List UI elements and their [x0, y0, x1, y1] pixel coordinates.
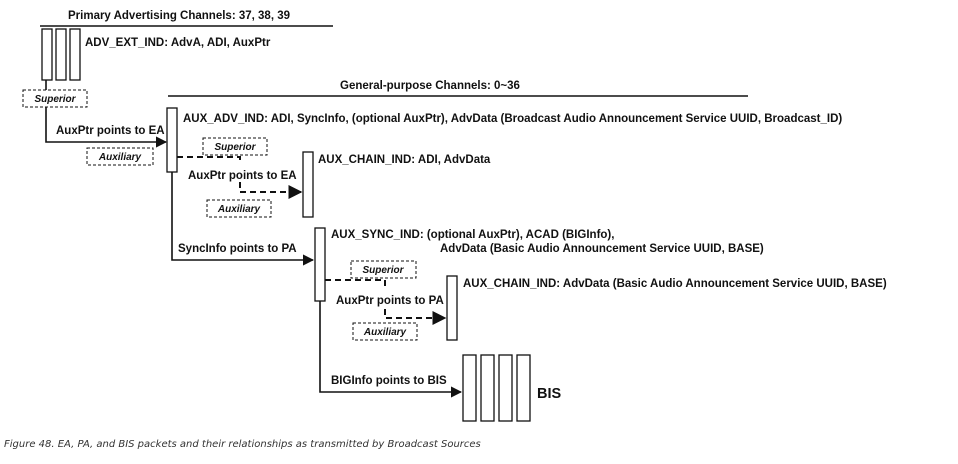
- general-channels-heading: General-purpose Channels: 0~36: [340, 80, 520, 92]
- auxptr-ea-arrow: [45, 107, 168, 148]
- superior-role-box: [22, 89, 88, 108]
- aux-sync-ind-label-line2: AdvData (Basic Audio Announcement Servic…: [440, 243, 764, 255]
- auxptr-pa-arrow: [384, 309, 447, 325]
- adv-ext-ind-packets: [41, 28, 81, 81]
- aux-chain-ind-pa-packet: [446, 275, 458, 341]
- auxiliary-role-label: Auxiliary: [98, 152, 142, 163]
- auxiliary-role-label: Auxiliary: [363, 327, 407, 338]
- auxptr-ea-2-arrow: [239, 182, 303, 199]
- dashed-connector: [325, 279, 386, 287]
- auxptr-ea-2-label: AuxPtr points to EA: [188, 170, 297, 182]
- syncinfo-pa-label: SyncInfo points to PA: [178, 243, 297, 255]
- figure-caption: Figure 48. EA, PA, and BIS packets and t…: [4, 439, 481, 450]
- dashed-connector: [177, 156, 241, 162]
- packet-block: [69, 28, 81, 81]
- aux-chain-ind-pa-label: AUX_CHAIN_IND: AdvData (Basic Audio Anno…: [463, 278, 887, 290]
- aux-adv-ind-label: AUX_ADV_IND: ADI, SyncInfo, (optional Au…: [183, 113, 842, 125]
- aux-chain-ind-ea-packet: [302, 151, 314, 218]
- aux-sync-ind-label-line1: AUX_SYNC_IND: (optional AuxPtr), ACAD (B…: [331, 229, 614, 241]
- auxiliary-role-box: [86, 147, 154, 166]
- adv-ext-ind-label: ADV_EXT_IND: AdvA, ADI, AuxPtr: [85, 37, 271, 49]
- aux-sync-ind-packet: [314, 227, 326, 302]
- aux-adv-ind-packet: [166, 107, 178, 173]
- packet-block: [480, 354, 495, 422]
- auxiliary-role-box: [206, 199, 272, 218]
- packet-block: [498, 354, 513, 422]
- auxptr-ea-label: AuxPtr points to EA: [56, 125, 165, 137]
- packet-block: [41, 28, 53, 81]
- superior-role-box: [350, 260, 417, 279]
- auxptr-pa-label: AuxPtr points to PA: [336, 295, 444, 307]
- packet-block: [55, 28, 67, 81]
- auxiliary-role-box: [352, 322, 418, 341]
- superior-role-label: Superior: [362, 265, 404, 276]
- aux-chain-ind-ea-label: AUX_CHAIN_IND: ADI, AdvData: [318, 154, 491, 166]
- bis-packets: [462, 354, 531, 422]
- syncinfo-pa-arrow: [171, 172, 315, 266]
- biginfo-bis-arrow: [319, 301, 463, 398]
- biginfo-bis-label: BIGInfo points to BIS: [331, 375, 447, 387]
- bis-label: BIS: [537, 386, 562, 402]
- primary-channels-heading: Primary Advertising Channels: 37, 38, 39: [68, 10, 290, 22]
- packet-block: [462, 354, 477, 422]
- superior-role-box: [202, 137, 268, 156]
- superior-role-label: Superior: [214, 142, 256, 153]
- packet-block: [516, 354, 531, 422]
- auxiliary-role-label: Auxiliary: [217, 204, 261, 215]
- superior-role-label: Superior: [34, 94, 76, 105]
